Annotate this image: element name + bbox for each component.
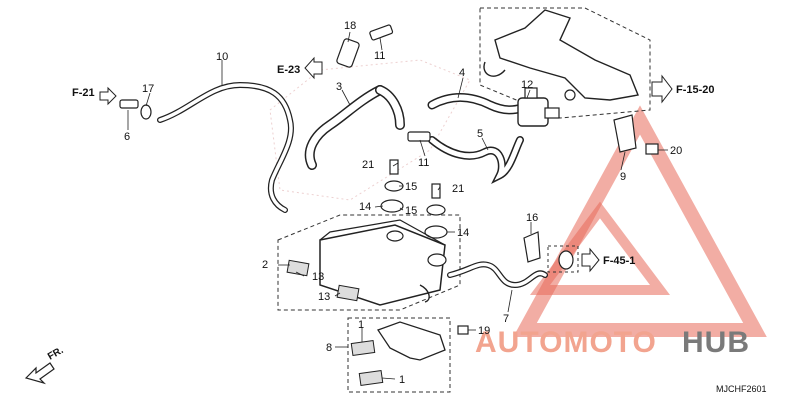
part-label-15a: 15 (405, 181, 417, 193)
watermark-logo: AUTOMOTO HUB (475, 105, 767, 359)
pad-13a (286, 259, 310, 277)
ref-label-e23: E-23 (277, 64, 300, 76)
part-label-1b: 1 (399, 374, 405, 386)
part-label-4: 4 (459, 67, 465, 79)
bolt-20 (645, 143, 659, 155)
purge-control-valve (517, 87, 560, 127)
part-labels: 6 17 10 18 11 3 4 12 5 11 21 21 15 15 14… (124, 20, 682, 386)
part-label-8: 8 (326, 342, 332, 354)
part-label-10: 10 (216, 51, 228, 63)
part-label-17: 17 (142, 83, 154, 95)
canister-lower-bracket (350, 321, 446, 387)
front-direction-arrow: FR. (24, 345, 66, 385)
ref-label-f15-20: F-15-20 (676, 84, 715, 96)
part-label-20: 20 (670, 145, 682, 157)
part-label-11a: 11 (374, 50, 385, 62)
part-label-7: 7 (503, 313, 509, 325)
hose-clamp-16 (523, 231, 541, 263)
mount-hardware-left (380, 159, 404, 213)
part-label-13b: 13 (318, 291, 330, 303)
part-label-11b: 11 (418, 157, 429, 169)
part-label-2: 2 (262, 259, 268, 271)
hose-fitting (119, 99, 139, 109)
part-label-5: 5 (477, 128, 483, 140)
part-label-14b: 14 (457, 227, 469, 239)
ref-f21-group: F-21 (72, 86, 152, 120)
part-label-18: 18 (344, 20, 356, 32)
watermark-text-colored: AUTOMOTO (475, 326, 657, 359)
canister-frame (277, 214, 461, 311)
watermark-text-gray: HUB (682, 326, 750, 359)
ref-label-f21: F-21 (72, 87, 95, 99)
diagram-code: MJCHF2601 (716, 384, 767, 394)
hose-18 (336, 38, 360, 68)
pad-1b (358, 369, 384, 387)
part-label-21b: 21 (452, 183, 464, 195)
bracket-9 (613, 114, 637, 153)
joint-11b (407, 131, 431, 142)
ref-e23-group: E-23 (277, 24, 394, 80)
hose-clip (140, 104, 152, 120)
part-label-19: 19 (478, 325, 490, 337)
evap-canister (319, 219, 447, 306)
mount-hardware-right (424, 183, 448, 239)
background-logo-pattern (269, 59, 471, 201)
leader-lines (127, 31, 668, 380)
ref-arrow-f45-1: F-45-1 (547, 245, 635, 273)
hose-3 (304, 85, 385, 170)
pad-13b (336, 284, 360, 302)
part-label-15b: 15 (405, 205, 417, 217)
bolt-19 (457, 325, 469, 335)
part-label-3: 3 (336, 81, 342, 93)
pad-1a (350, 339, 376, 357)
part-label-21a: 21 (362, 159, 374, 171)
joint-11a (369, 24, 394, 41)
part-label-13a: 13 (312, 271, 324, 283)
ref-arrow-f15-20: F-15-20 (651, 74, 715, 104)
part-label-9: 9 (620, 171, 626, 183)
part-label-14a: 14 (359, 201, 371, 213)
mounting-bracket (494, 9, 639, 101)
part-label-12: 12 (521, 79, 533, 91)
lower-bracket-frame (347, 317, 451, 393)
part-label-16: 16 (526, 212, 538, 224)
bracket-assembly-frame (479, 7, 651, 119)
part-label-6: 6 (124, 131, 130, 143)
ref-label-f45-1: F-45-1 (603, 255, 635, 267)
part-label-1a: 1 (358, 319, 364, 331)
front-label: FR. (46, 345, 66, 363)
